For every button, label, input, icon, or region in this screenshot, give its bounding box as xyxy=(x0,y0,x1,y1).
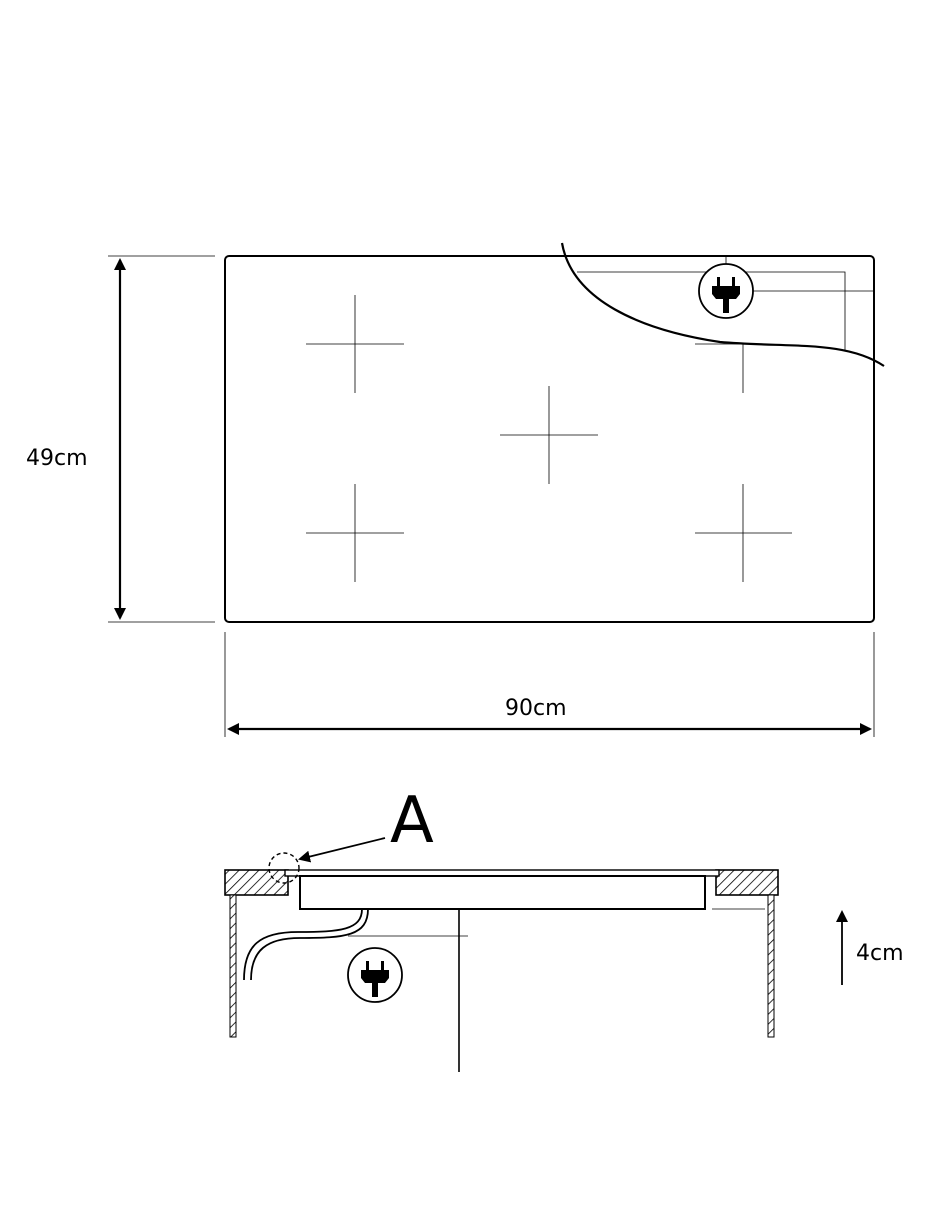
width-dimension-label: 90cm xyxy=(505,696,567,721)
burner-marker-bottom-left xyxy=(306,484,404,582)
cabinet-wall-left xyxy=(229,894,237,1038)
top-view: 49cm 90cm xyxy=(26,242,885,737)
power-cable-top-view xyxy=(560,242,885,367)
depth-dimension-label: 4cm xyxy=(856,941,904,966)
height-dimension-line xyxy=(108,255,215,623)
side-view-guides xyxy=(348,908,765,1072)
power-cable-side-view xyxy=(243,908,369,981)
detail-circle xyxy=(268,852,300,884)
cabinet-wall-right xyxy=(767,894,775,1038)
detail-pointer-arrow xyxy=(298,837,386,863)
hob-body xyxy=(299,875,706,910)
burner-marker-top-right xyxy=(695,343,760,393)
worktop-right xyxy=(715,869,779,896)
width-dimension-line xyxy=(224,632,875,737)
burner-marker-center xyxy=(500,386,598,484)
burner-marker-top-left xyxy=(306,295,404,393)
worktop-left xyxy=(224,869,289,896)
plug-icon xyxy=(347,947,403,1003)
burner-marker-bottom-right xyxy=(695,484,792,582)
height-dimension-label: 49cm xyxy=(26,446,88,471)
plug-icon xyxy=(698,263,754,319)
hob-outline xyxy=(224,255,875,623)
side-view: A 4cm xyxy=(224,784,904,1072)
detail-label: A xyxy=(390,784,434,858)
